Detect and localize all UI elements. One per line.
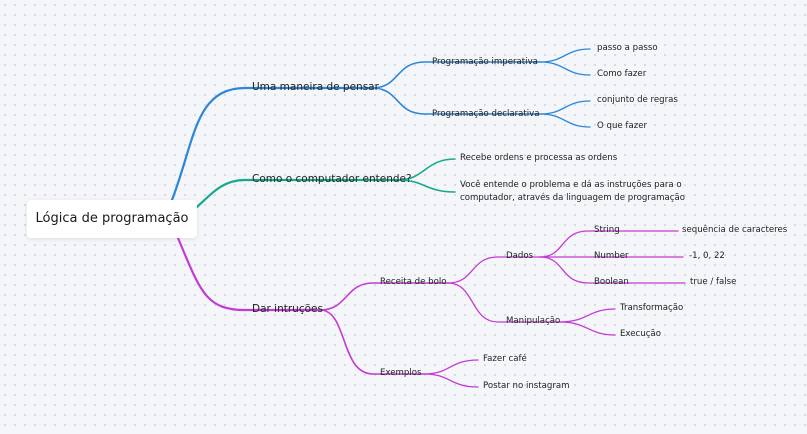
topic-sequencia-de-caracteres[interactable]: sequência de caracteres: [682, 225, 788, 235]
topic-execucao[interactable]: Execução: [620, 329, 661, 339]
topic-voce-entende-line-2[interactable]: computador, através da linguagem de prog…: [460, 193, 685, 203]
topic-passo-a-passo[interactable]: passo a passo: [597, 43, 658, 53]
topic-true-false[interactable]: true / false: [690, 277, 737, 287]
topic-voce-entende-line-1[interactable]: Você entende o problema e dá as instruçõ…: [460, 180, 682, 190]
topic-transformacao[interactable]: Transformação: [620, 303, 684, 313]
topic-o-que-fazer[interactable]: O que fazer: [597, 121, 648, 131]
topic-number[interactable]: Number: [594, 251, 629, 261]
topic-postar-no-instagram[interactable]: Postar no instagram: [483, 381, 570, 391]
root-topic[interactable]: Lógica de programação: [27, 200, 197, 238]
topic-receita-de-bolo[interactable]: Receita de bolo: [380, 277, 447, 287]
topic-boolean[interactable]: Boolean: [594, 277, 629, 287]
topic-programacao-declarativa[interactable]: Programação declarativa: [432, 109, 540, 119]
topic-como-o-computador-entende[interactable]: Como o computador entende?: [252, 173, 412, 185]
topic-fazer-cafe[interactable]: Fazer café: [483, 354, 527, 364]
topic-exemplos[interactable]: Exemplos: [380, 368, 422, 378]
topic-string[interactable]: String: [594, 225, 620, 235]
topic-dar-intrucoes[interactable]: Dar intruções: [252, 303, 323, 315]
topic-dados[interactable]: Dados: [506, 251, 534, 261]
topic-uma-maneira-de-pensar[interactable]: Uma maneira de pensar: [252, 81, 379, 93]
topic-programacao-imperativa[interactable]: Programação imperativa: [432, 57, 538, 67]
topic-manipulacao[interactable]: Manipulação: [506, 316, 561, 326]
topic-number-values[interactable]: -1, 0, 22: [689, 251, 725, 261]
topic-como-fazer[interactable]: Como fazer: [597, 69, 647, 79]
topic-recebe-ordens[interactable]: Recebe ordens e processa as ordens: [460, 153, 618, 163]
topic-conjunto-de-regras[interactable]: conjunto de regras: [597, 95, 678, 105]
